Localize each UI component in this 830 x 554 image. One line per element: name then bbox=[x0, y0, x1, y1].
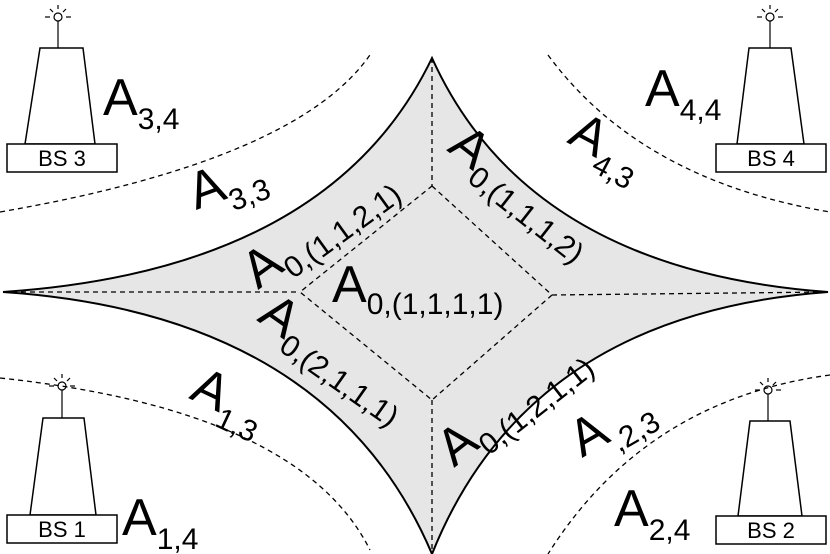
bs-label-box bbox=[715, 143, 827, 173]
zone-label-a24: A2,4 bbox=[614, 480, 690, 547]
arc-bottom-left bbox=[0, 377, 371, 551]
antenna-icon bbox=[49, 374, 75, 418]
tower-icon bbox=[737, 420, 803, 517]
antenna-icon bbox=[757, 5, 783, 48]
bs-label: BS 2 bbox=[747, 518, 795, 543]
region-label-center: A0,(1,1,1,1) bbox=[332, 256, 503, 321]
base-station-bs3: BS 3 bbox=[6, 5, 118, 173]
bs-label: BS 4 bbox=[747, 146, 795, 171]
region-label-a43: A4,3 bbox=[556, 101, 655, 196]
bs-label: BS 3 bbox=[38, 146, 86, 171]
bs-label: BS 1 bbox=[38, 517, 86, 542]
arc-top-right bbox=[547, 54, 830, 213]
zone-label-a44: A4,4 bbox=[645, 60, 721, 127]
zone-label-a14: A1,4 bbox=[122, 489, 198, 554]
base-station-bs1: BS 1 bbox=[6, 374, 118, 544]
shaded-region bbox=[2, 55, 829, 554]
arc-top-left bbox=[0, 51, 373, 213]
tower-icon bbox=[29, 417, 97, 516]
bs-label-box bbox=[6, 143, 118, 173]
tower-icon bbox=[24, 47, 96, 145]
antenna-icon bbox=[755, 378, 781, 421]
bs-label-box bbox=[6, 514, 118, 544]
divider-right bbox=[551, 291, 829, 296]
region-label-a33: A3,3 bbox=[180, 141, 275, 230]
bs-label-box bbox=[715, 515, 827, 545]
inner-dividers bbox=[3, 58, 829, 554]
region-label-a13: A1,3 bbox=[179, 356, 277, 449]
base-station-bs4: BS 4 bbox=[715, 5, 827, 173]
tower-icon bbox=[736, 47, 805, 145]
inner-diamond bbox=[298, 185, 553, 401]
arc-bottom-right bbox=[547, 374, 830, 554]
outer-arcs bbox=[0, 51, 830, 554]
antenna-icon bbox=[45, 5, 71, 48]
zone-label-a34: A3,4 bbox=[103, 69, 179, 136]
base-station-bs2: BS 2 bbox=[715, 378, 827, 545]
